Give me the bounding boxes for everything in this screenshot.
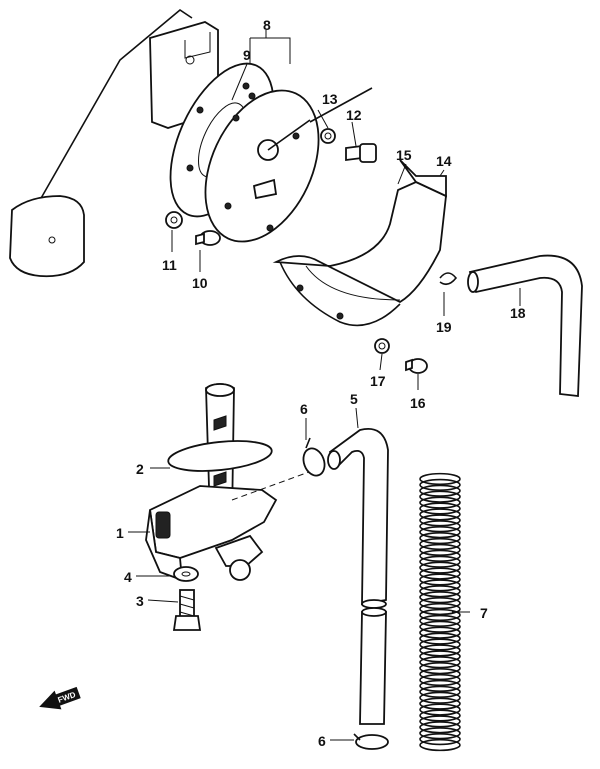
clip-19 <box>439 272 458 286</box>
hose-18 <box>467 254 583 398</box>
callout-10: 10 <box>192 275 208 291</box>
callout-13: 13 <box>322 91 338 107</box>
spring-coil <box>419 549 461 562</box>
screw-16 <box>405 358 428 374</box>
callout-15: 15 <box>396 147 412 163</box>
spring-coil <box>419 520 461 533</box>
spring-coil <box>419 543 461 557</box>
washer-4 <box>173 566 199 582</box>
o-ring-2 <box>167 440 273 472</box>
spring-coil <box>419 667 461 681</box>
callout-14: 14 <box>436 153 452 169</box>
callout-18: 18 <box>510 305 526 321</box>
spring-coil <box>419 733 461 746</box>
callout-9: 9 <box>243 47 251 63</box>
callout-11: 11 <box>162 257 177 273</box>
spring-coil <box>419 573 461 586</box>
spring-coil <box>419 715 461 728</box>
spring-coil <box>419 579 461 592</box>
spring-coil <box>419 691 461 704</box>
spring-coil <box>419 591 461 604</box>
spring-coil <box>419 632 461 645</box>
callout-3: 3 <box>136 593 144 609</box>
washer-13 <box>320 128 336 144</box>
clip-6-top <box>302 437 326 477</box>
sender-disc <box>204 89 320 243</box>
spring-coil <box>419 685 461 698</box>
sender-wire <box>309 87 373 123</box>
clip-6-bottom <box>353 733 389 750</box>
washer-17 <box>374 338 390 354</box>
spring-coil <box>419 638 461 651</box>
spring-coil <box>419 697 461 710</box>
spring-coil <box>419 738 461 752</box>
spring-coil <box>419 614 461 627</box>
spring-coil <box>419 656 461 669</box>
callout-2: 2 <box>136 461 144 477</box>
spring-coil <box>419 703 461 716</box>
callout-5: 5 <box>350 391 358 407</box>
callout-1: 1 <box>116 525 124 541</box>
callout-16: 16 <box>410 395 426 411</box>
callout-4: 4 <box>124 569 132 585</box>
spring-coil <box>419 585 461 598</box>
spring-coil <box>419 514 461 527</box>
spring-coil <box>419 620 461 633</box>
spring-coil <box>419 626 461 639</box>
screw-10 <box>195 230 221 246</box>
heat-shield <box>272 159 447 327</box>
callout-6-bottom: 6 <box>318 733 326 749</box>
callout-7: 7 <box>480 605 488 621</box>
spring-coil <box>419 597 461 610</box>
spring-coil <box>419 478 461 491</box>
callout-19: 19 <box>436 319 452 335</box>
fwd-arrow-icon: FWD <box>39 686 81 710</box>
spring-coil <box>419 727 461 740</box>
spring-coil <box>419 721 461 734</box>
spring-coil <box>419 561 461 574</box>
spring-coil <box>419 555 461 568</box>
spring-coil <box>419 673 461 687</box>
bolt-12 <box>345 143 377 163</box>
spring-coil <box>419 644 461 657</box>
spring-coil <box>419 526 461 539</box>
spring-coil <box>419 709 461 722</box>
spring-coil <box>419 502 461 515</box>
callout-17: 17 <box>370 373 386 389</box>
spring-coil <box>419 567 461 580</box>
fuel-cock <box>145 383 278 582</box>
guide-line <box>231 467 321 501</box>
spring-coil <box>419 508 461 521</box>
washer-11 <box>165 211 183 229</box>
spring-coil <box>419 490 461 503</box>
spring-coil <box>419 662 461 675</box>
spring-coil <box>419 472 461 486</box>
spring-coil <box>419 484 461 497</box>
spring-coil <box>419 650 461 663</box>
callout-6-top: 6 <box>300 401 308 417</box>
spring-coil <box>419 496 461 509</box>
callout-12: 12 <box>346 107 362 123</box>
leader-lines <box>128 30 521 741</box>
spring-coil <box>419 531 461 545</box>
spring-coil <box>419 602 461 616</box>
hose-5 <box>327 428 389 725</box>
spring-coil <box>419 537 461 551</box>
callout-8: 8 <box>263 17 271 33</box>
spring-coil <box>419 679 461 693</box>
bolt-3 <box>172 589 202 631</box>
spring-coil <box>419 608 461 622</box>
spring-7 <box>419 472 461 752</box>
